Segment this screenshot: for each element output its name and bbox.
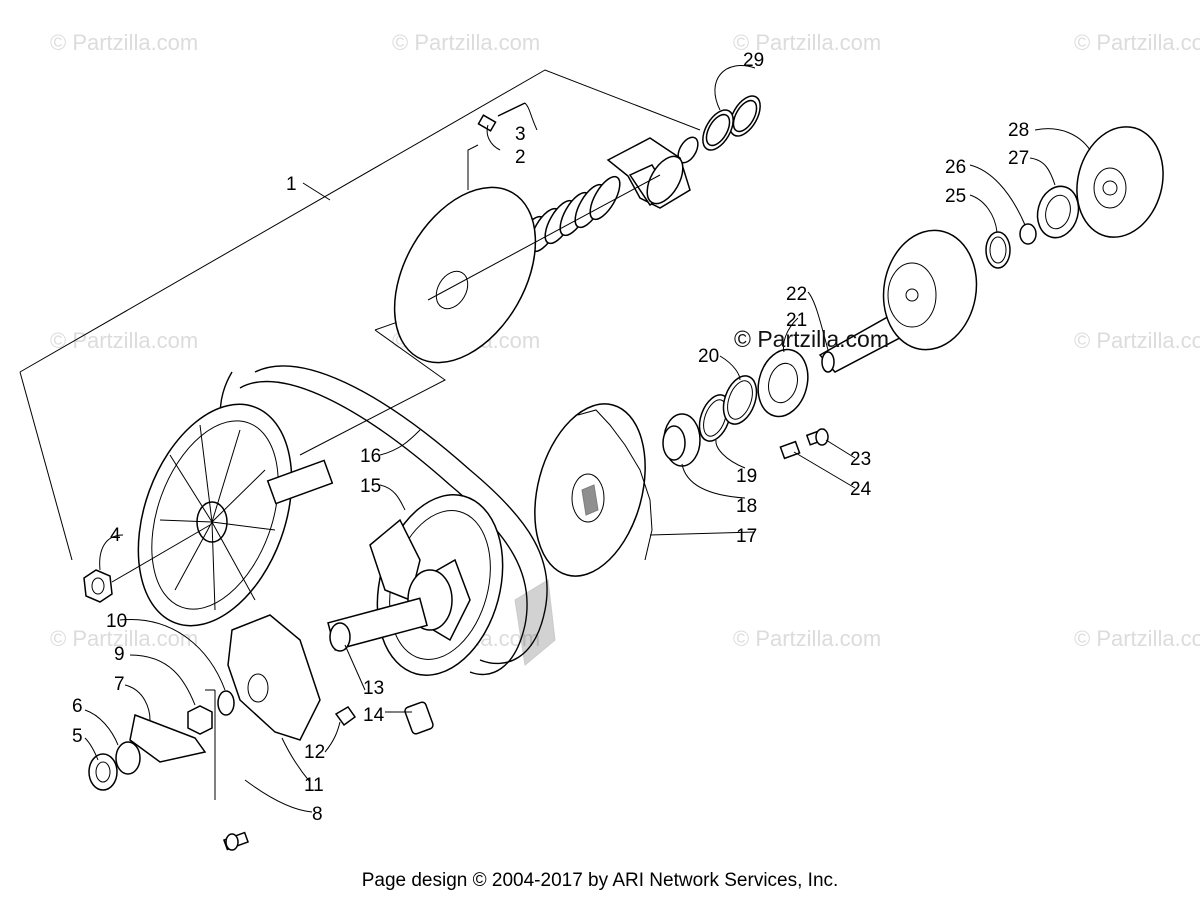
callout-15: 15 bbox=[360, 476, 381, 497]
center-watermark: © Partzilla.com bbox=[734, 326, 889, 352]
watermark: © Partzilla.com bbox=[50, 626, 199, 651]
callout-2: 2 bbox=[515, 147, 526, 168]
callout-26: 26 bbox=[945, 157, 966, 178]
callout-8: 8 bbox=[312, 804, 323, 825]
callout-5: 5 bbox=[72, 726, 83, 747]
callout-14: 14 bbox=[363, 705, 385, 726]
callout-16: 16 bbox=[360, 446, 381, 467]
bearing-21 bbox=[757, 348, 809, 418]
roller-14 bbox=[404, 701, 434, 735]
watermark: © Partzilla.com bbox=[1074, 626, 1200, 651]
leader-lines bbox=[84, 65, 1091, 813]
clip-12 bbox=[334, 706, 357, 727]
callout-27: 27 bbox=[1008, 148, 1029, 169]
bushing-18 bbox=[662, 413, 701, 467]
watermark: © Partzilla.com bbox=[50, 30, 199, 55]
callout-6: 6 bbox=[72, 696, 83, 717]
callout-21: 21 bbox=[786, 310, 807, 331]
footer-copyright: Page design © 2004-2017 by ARI Network S… bbox=[361, 870, 839, 891]
callout-12: 12 bbox=[304, 742, 325, 763]
callout-13: 13 bbox=[363, 678, 384, 699]
driven-sheave-17 bbox=[534, 403, 653, 577]
clip-24 bbox=[779, 440, 801, 460]
clutch-drum bbox=[882, 229, 978, 351]
callout-labels: 29 3 2 1 28 27 26 25 22 21 20 19 18 17 2… bbox=[72, 50, 1029, 825]
movable-sheave bbox=[393, 174, 661, 364]
callout-18: 18 bbox=[736, 496, 757, 517]
bolt-8 bbox=[222, 831, 250, 851]
washer-26 bbox=[1019, 223, 1037, 245]
watermark: © Partzilla.com bbox=[1074, 30, 1200, 55]
nut-9 bbox=[187, 705, 213, 735]
callout-23: 23 bbox=[850, 449, 871, 470]
snap-rings-29 bbox=[677, 95, 761, 164]
callout-11: 11 bbox=[304, 775, 324, 796]
ring-25 bbox=[985, 231, 1011, 269]
pin-3-and-block-2 bbox=[477, 102, 526, 132]
callout-7: 7 bbox=[114, 674, 125, 695]
callout-20: 20 bbox=[698, 346, 719, 367]
fixed-sheave bbox=[137, 403, 334, 627]
callout-19: 19 bbox=[736, 466, 757, 487]
callout-9: 9 bbox=[114, 644, 125, 665]
nut-4 bbox=[83, 524, 211, 603]
spider-cam bbox=[606, 137, 691, 209]
callout-28: 28 bbox=[1008, 120, 1029, 141]
callout-24: 24 bbox=[850, 479, 872, 500]
ring-20 bbox=[722, 375, 758, 425]
callout-29: 29 bbox=[743, 50, 764, 71]
callout-22: 22 bbox=[786, 284, 807, 305]
callout-1: 1 bbox=[286, 174, 297, 195]
watermark: © Partzilla.com bbox=[392, 30, 541, 55]
primary-sheave-15 bbox=[327, 494, 504, 676]
watermark: © Partzilla.com bbox=[733, 30, 882, 55]
callout-4: 4 bbox=[110, 525, 121, 546]
callout-10: 10 bbox=[106, 611, 127, 632]
plate-7 bbox=[129, 713, 207, 763]
watermark: © Partzilla.com bbox=[733, 626, 882, 651]
callout-25: 25 bbox=[945, 186, 966, 207]
callout-3: 3 bbox=[515, 124, 526, 145]
fan-plate-11 bbox=[227, 614, 321, 741]
washer-10 bbox=[217, 690, 235, 716]
bearing-27 bbox=[1036, 185, 1080, 239]
watermark: © Partzilla.com bbox=[1074, 328, 1200, 353]
bolt-23 bbox=[805, 428, 829, 446]
seal-6 bbox=[115, 741, 141, 775]
callout-17: 17 bbox=[736, 526, 757, 547]
bearing-5 bbox=[88, 753, 118, 791]
clutch-28 bbox=[1076, 126, 1164, 238]
